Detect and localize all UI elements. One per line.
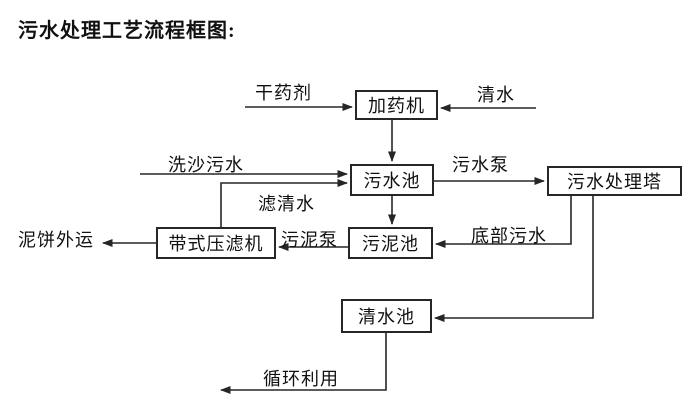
node-sludge-pool: 污泥池 bbox=[348, 227, 433, 259]
flow-label-sludge-pump: 污泥泵 bbox=[281, 230, 338, 250]
node-sewage-treatment-tower: 污水处理塔 bbox=[547, 166, 682, 196]
flow-label-mud-cake-outbound: 泥饼外运 bbox=[18, 230, 94, 250]
flow-label-sewage-pump: 污水泵 bbox=[452, 155, 509, 175]
arrow-filtered-water-into-sewage-pool bbox=[220, 179, 348, 227]
flow-label-dry-agent: 干药剂 bbox=[255, 83, 312, 103]
flow-label-recycling: 循环利用 bbox=[263, 369, 339, 389]
node-clean-water-pool: 清水池 bbox=[341, 299, 432, 333]
flow-label-sand-washing-sewage: 洗沙污水 bbox=[168, 155, 244, 175]
flow-label-bottom-sewage: 底部污水 bbox=[471, 226, 547, 246]
flow-label-filtered-clean-water: 滤清水 bbox=[258, 194, 315, 214]
diagram-title: 污水处理工艺流程框图: bbox=[18, 20, 236, 42]
arrow-clean-water-pool-to-recycling bbox=[220, 333, 387, 394]
node-belt-filter-press: 带式压滤机 bbox=[156, 227, 276, 259]
node-sewage-pool: 污水池 bbox=[350, 164, 434, 196]
flow-label-clean-water: 清水 bbox=[477, 85, 515, 105]
arrow-tower-to-sludge-pool bbox=[435, 196, 572, 248]
arrow-tower-to-clean-water-pool bbox=[434, 196, 594, 322]
node-dosing-machine: 加药机 bbox=[355, 90, 438, 120]
